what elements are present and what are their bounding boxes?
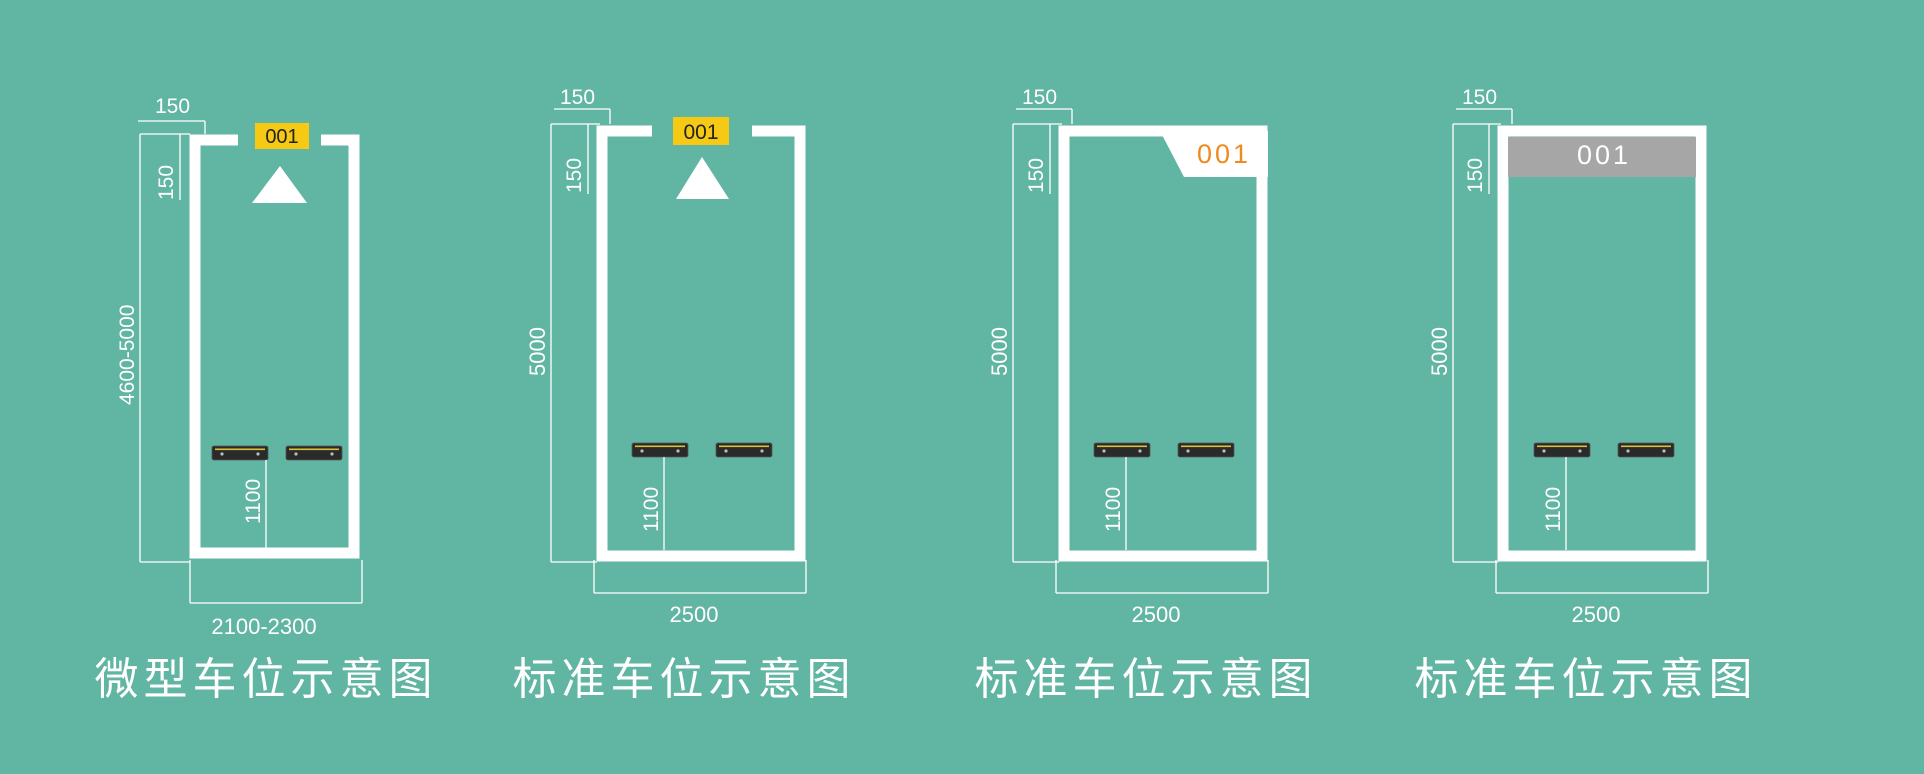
stopper-body (631, 442, 689, 458)
space-number-box (255, 123, 309, 149)
stopper-bolt-icon (256, 452, 260, 456)
space-number-corner (1160, 131, 1268, 177)
stopper-body (285, 445, 343, 461)
stopper-bolt-icon (1138, 449, 1142, 453)
stopper-bolt-icon (1186, 449, 1190, 453)
dim-stopper: 1100 (1542, 487, 1565, 532)
diagram-standard-space-3: 001 1100 150 150 5000 2500 标准车位示意图 (1415, 86, 1758, 705)
wheel-stopper-left (631, 442, 689, 458)
dim-width: 2500 (1572, 602, 1621, 627)
diagram-standard-space-1: 001 1100 150 150 5000 2500 标准车位示意图 (513, 86, 856, 705)
dim-stopper: 1100 (1102, 487, 1125, 532)
stopper-bolt-icon (760, 449, 764, 453)
wheel-stopper-left (1093, 442, 1151, 458)
wheel-stopper-right (1617, 442, 1675, 458)
caption: 标准车位示意图 (1415, 654, 1758, 705)
dim-top: 150 (1462, 86, 1497, 109)
wheel-stopper-left (211, 445, 269, 461)
wheel-stopper-left (1533, 442, 1591, 458)
caption: 微型车位示意图 (95, 654, 438, 705)
dim-top: 150 (560, 86, 595, 109)
stopper-bolt-icon (294, 452, 298, 456)
stopper-body (1533, 442, 1591, 458)
dim-length: 5000 (987, 327, 1012, 376)
space-number: 001 (1197, 139, 1251, 169)
dim-stopper: 1100 (242, 479, 265, 524)
bay-outline (1497, 125, 1707, 562)
stopper-bolt-icon (1662, 449, 1666, 453)
dim-width: 2500 (670, 602, 719, 627)
dim-width: 2100-2300 (211, 614, 316, 639)
dim-top: 150 (1022, 86, 1057, 109)
dim-length: 5000 (1427, 327, 1452, 376)
stopper-bolt-icon (1578, 449, 1582, 453)
stopper-bolt-icon (724, 449, 728, 453)
stopper-bolt-icon (676, 449, 680, 453)
diagram-standard-space-2: 001 1100 150 150 5000 2500 标准车位示意图 (975, 86, 1318, 705)
stopper-bolt-icon (1222, 449, 1226, 453)
wheel-stopper-right (1177, 442, 1235, 458)
stopper-bolt-icon (330, 452, 334, 456)
dim-side-small: 150 (1464, 158, 1487, 193)
stopper-stripe (289, 448, 339, 451)
bay-outline (189, 134, 360, 559)
dim-stopper: 1100 (640, 487, 663, 532)
stopper-bolt-icon (220, 452, 224, 456)
space-number: 001 (1577, 140, 1631, 170)
dim-width: 2500 (1132, 602, 1181, 627)
stopper-stripe (1621, 445, 1671, 448)
stopper-body (211, 445, 269, 461)
stopper-body (715, 442, 773, 458)
bay-outline (596, 125, 806, 562)
stopper-bolt-icon (640, 449, 644, 453)
space-number: 001 (683, 121, 718, 144)
stopper-stripe (719, 445, 769, 448)
stopper-body (1093, 442, 1151, 458)
stopper-stripe (1181, 445, 1231, 448)
caption: 标准车位示意图 (513, 654, 856, 705)
direction-arrow-icon (252, 166, 307, 203)
stopper-stripe (635, 445, 685, 448)
stopper-stripe (1537, 445, 1587, 448)
dim-length: 5000 (525, 327, 550, 376)
dim-top: 150 (155, 95, 190, 118)
direction-arrow-icon (676, 157, 729, 199)
caption: 标准车位示意图 (975, 654, 1318, 705)
stopper-bolt-icon (1102, 449, 1106, 453)
dim-side-small: 150 (155, 165, 178, 200)
diagram-micro-space: 001 1100 150 150 4600-5000 2100-2300 微型车… (95, 95, 438, 705)
space-number-box (673, 117, 729, 145)
stopper-body (1617, 442, 1675, 458)
space-number: 001 (265, 126, 298, 148)
stopper-stripe (1097, 445, 1147, 448)
stopper-bolt-icon (1626, 449, 1630, 453)
wheel-stopper-right (715, 442, 773, 458)
dim-length: 4600-5000 (116, 305, 139, 405)
wheel-stopper-right (285, 445, 343, 461)
dim-side-small: 150 (563, 158, 586, 193)
stopper-bolt-icon (1542, 449, 1546, 453)
stopper-body (1177, 442, 1235, 458)
dim-side-small: 150 (1025, 158, 1048, 193)
space-number-band (1508, 137, 1696, 177)
stopper-stripe (215, 448, 265, 451)
